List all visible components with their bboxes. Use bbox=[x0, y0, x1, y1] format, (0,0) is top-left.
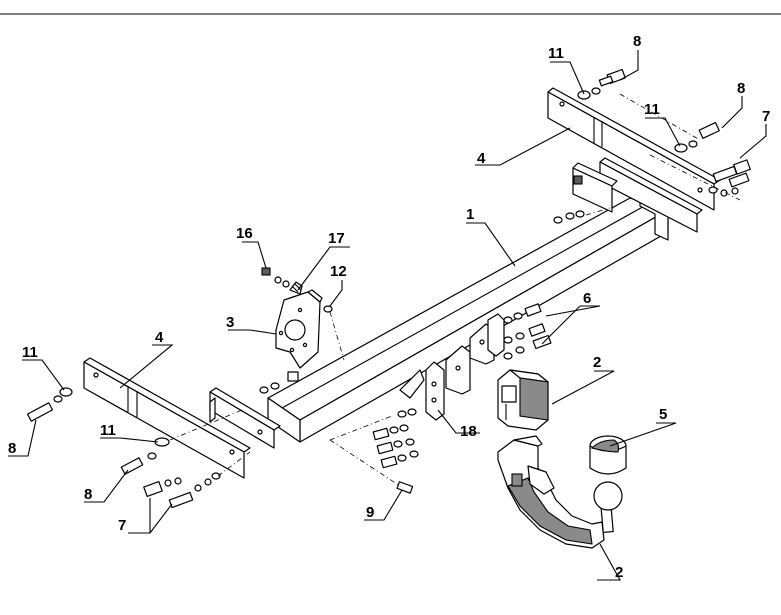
callout-8-bottom: 8 bbox=[84, 486, 92, 503]
callout-2-hook: 2 bbox=[615, 564, 623, 581]
callout-7-right: 7 bbox=[762, 108, 770, 125]
callout-4-right: 4 bbox=[477, 150, 486, 167]
callout-17: 17 bbox=[328, 230, 345, 247]
leader-lines bbox=[8, 50, 767, 581]
callout-1: 1 bbox=[466, 206, 474, 223]
tow-adapter-block bbox=[497, 369, 549, 431]
callout-8-left: 8 bbox=[8, 440, 16, 457]
tow-ball-cover bbox=[589, 435, 627, 475]
callout-3: 3 bbox=[226, 314, 234, 331]
callout-16: 16 bbox=[236, 225, 253, 242]
right-side-bracket-upper bbox=[547, 87, 721, 211]
callout-11-lower: 11 bbox=[100, 422, 116, 439]
callout-11-left: 11 bbox=[22, 344, 38, 361]
callout-9: 9 bbox=[366, 504, 374, 521]
callout-6: 6 bbox=[583, 290, 591, 307]
right-inner-bracket bbox=[572, 162, 618, 213]
lower-bolts bbox=[329, 408, 419, 494]
callout-7-left: 7 bbox=[118, 517, 126, 534]
callout-12: 12 bbox=[330, 263, 347, 280]
center-bracket-18 bbox=[399, 361, 445, 421]
callout-8-right: 8 bbox=[737, 80, 745, 97]
left-bolts bbox=[26, 371, 299, 509]
callout-4-left: 4 bbox=[155, 329, 164, 346]
left-side-bracket-outer bbox=[83, 357, 251, 479]
socket-plate bbox=[275, 289, 323, 369]
callout-11-top: 11 bbox=[548, 45, 564, 62]
callout-labels: 1 2 2 3 4 4 5 6 7 7 8 8 8 8 9 11 11 11 1… bbox=[8, 33, 770, 581]
center-mount-plates bbox=[445, 313, 505, 395]
callout-2-adapter: 2 bbox=[593, 354, 601, 371]
left-side-bracket-inner bbox=[209, 387, 281, 449]
callout-11-right: 11 bbox=[644, 101, 660, 118]
callout-18: 18 bbox=[460, 423, 477, 440]
right-side-bracket-lower bbox=[599, 157, 703, 233]
tow-hook-arm bbox=[497, 435, 623, 549]
center-bolts-6 bbox=[503, 303, 552, 360]
callout-5: 5 bbox=[659, 406, 667, 423]
socket-bolts-16-17 bbox=[261, 267, 345, 361]
callout-8-top: 8 bbox=[633, 33, 641, 50]
right-bolts bbox=[553, 68, 751, 224]
